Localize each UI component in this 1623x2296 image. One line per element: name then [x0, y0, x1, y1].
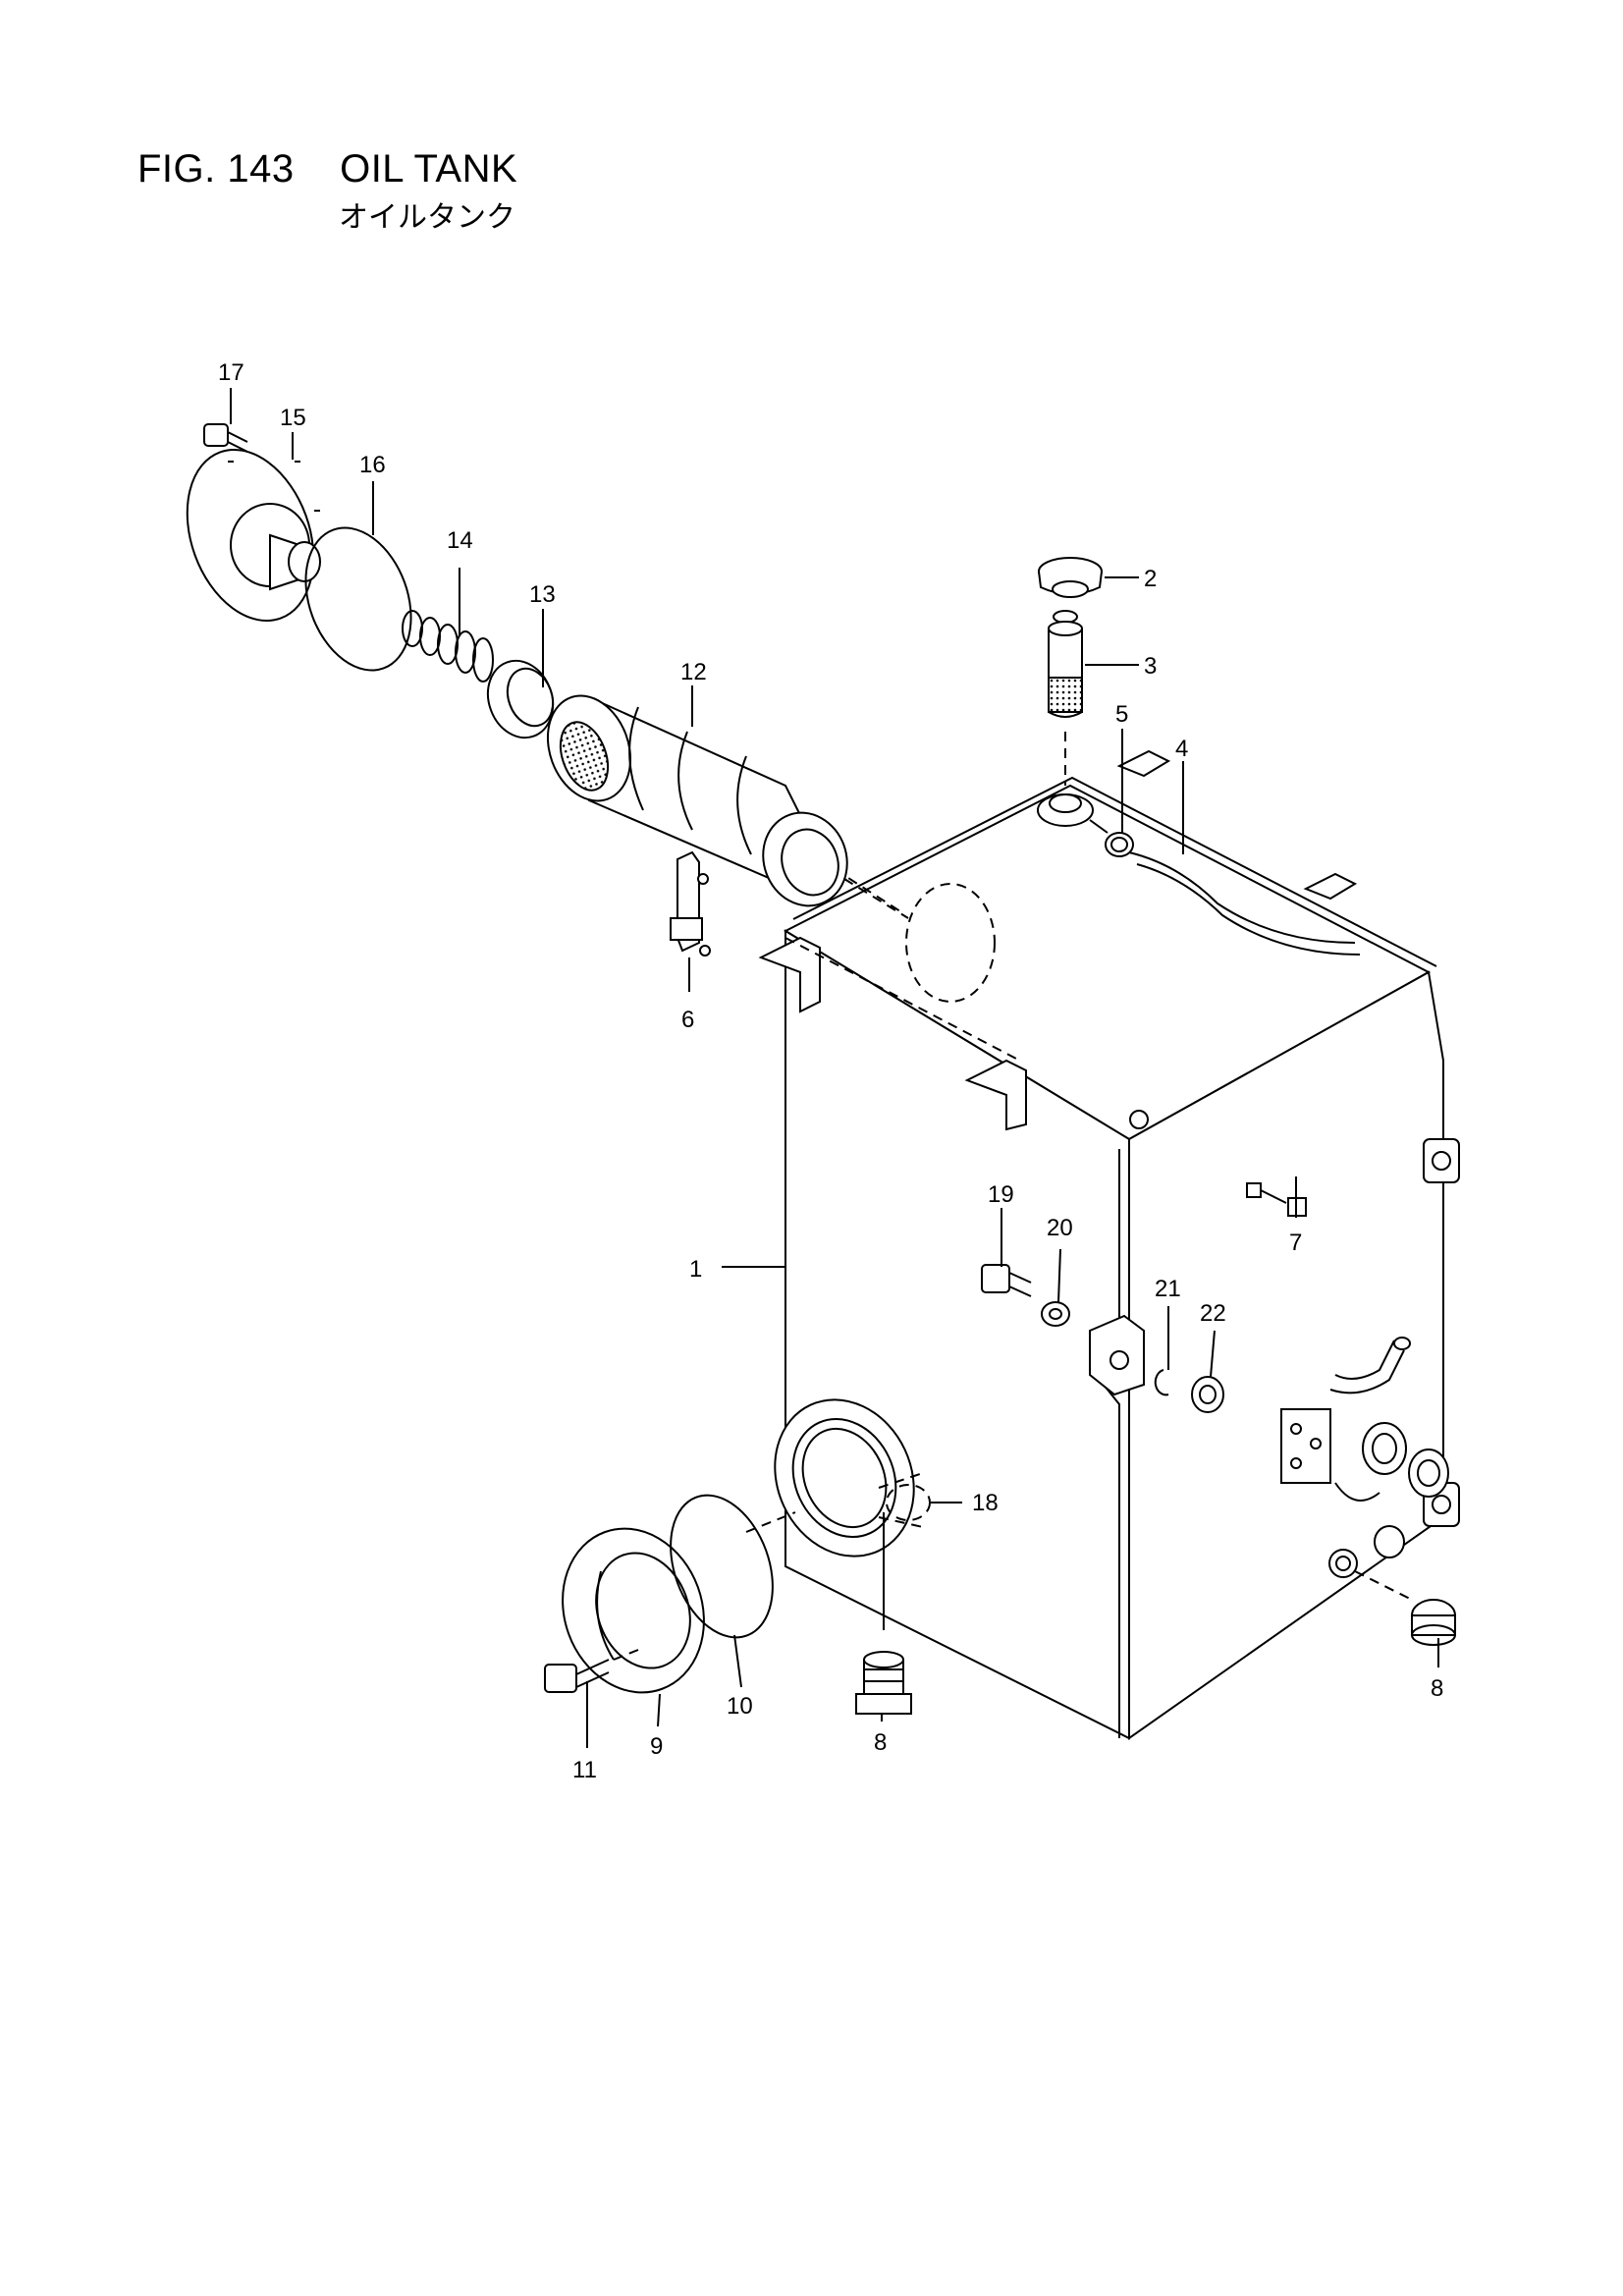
gasket-16	[304, 526, 412, 672]
figure-subtitle: オイルタンク	[339, 200, 515, 235]
callout-6: 6	[681, 1007, 694, 1033]
callout-22: 22	[1200, 1300, 1226, 1327]
callout-21: 21	[1155, 1276, 1181, 1302]
callout-8-right: 8	[1431, 1675, 1443, 1702]
callout-10: 10	[727, 1693, 753, 1720]
callout-12: 12	[680, 659, 707, 685]
callout-4: 4	[1175, 736, 1188, 762]
callout-5: 5	[1115, 701, 1128, 728]
callout-1: 1	[689, 1256, 702, 1283]
cover-flange-9	[562, 1527, 705, 1694]
callout-9: 9	[650, 1733, 663, 1760]
bolt-11	[544, 1649, 639, 1693]
gasket-10	[670, 1494, 774, 1639]
callout-11: 11	[572, 1757, 597, 1783]
adapter-13	[486, 659, 555, 739]
filler-cap	[1038, 557, 1103, 598]
drain-plug-bottom	[855, 1651, 912, 1715]
callout-15: 15	[280, 405, 306, 431]
level-gauge	[670, 850, 711, 957]
bolt-17	[203, 423, 248, 453]
callout-16: 16	[359, 452, 386, 478]
callout-7: 7	[1289, 1230, 1302, 1256]
callout-8-bottom: 8	[874, 1729, 887, 1756]
callout-13: 13	[529, 581, 556, 608]
leader-lines	[230, 388, 1439, 1748]
bolt-set-19-22	[981, 1264, 1224, 1413]
callout-17: 17	[218, 359, 244, 386]
suction-strainer	[546, 694, 909, 919]
hose-clamp	[1105, 832, 1134, 857]
callout-3: 3	[1144, 653, 1157, 680]
strainer-cover-15	[186, 448, 321, 623]
filler-strainer	[1048, 610, 1083, 786]
spring-14	[402, 610, 494, 683]
tank-side-port	[745, 1398, 931, 1630]
callout-18: 18	[972, 1490, 999, 1516]
part-number-labels: 1 2 3 4 5 6 7 8 8 9 10 11 12 13 14 15 16…	[218, 359, 1443, 1783]
callout-20: 20	[1047, 1215, 1073, 1241]
callout-19: 19	[988, 1181, 1014, 1208]
oil-tank-body	[758, 749, 1460, 1740]
figure-title: FIG. 143 OIL TANK	[137, 147, 518, 191]
callout-2: 2	[1144, 566, 1157, 592]
callout-14: 14	[447, 527, 473, 554]
drain-plug-right	[1411, 1599, 1456, 1646]
